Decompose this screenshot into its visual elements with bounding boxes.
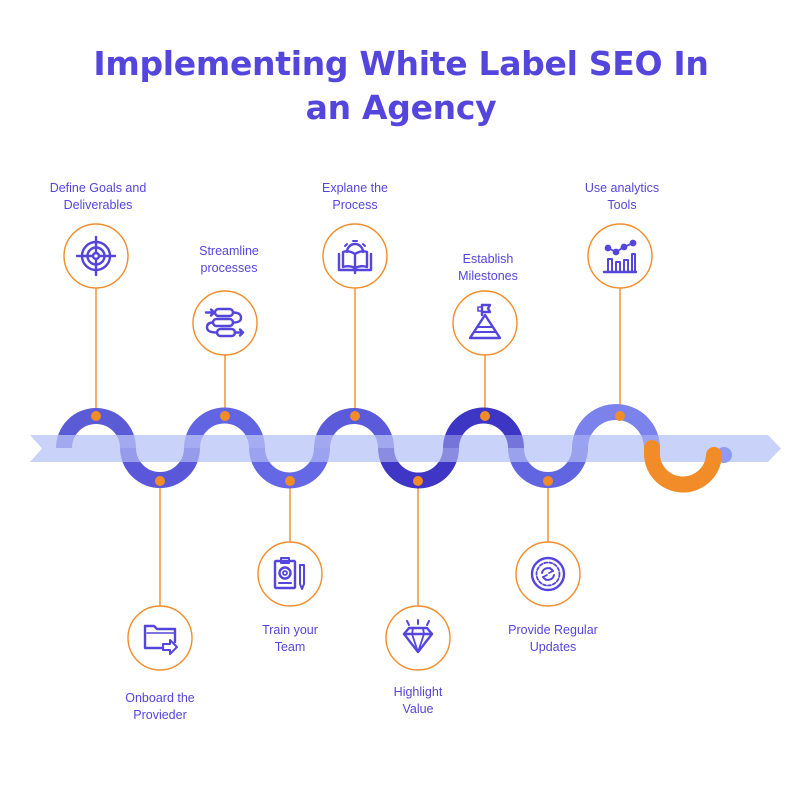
wave-dot-1 (91, 411, 101, 421)
icon-circle-9 (587, 223, 653, 289)
wave-front (56, 435, 660, 462)
wave-dot-9 (615, 411, 625, 421)
ribbon-arrow (30, 435, 781, 462)
diamond-icon (402, 619, 434, 654)
icon-circles (63, 223, 653, 671)
wave-dot-2 (155, 476, 165, 486)
icon-circle-8 (515, 541, 581, 607)
refresh-dial-icon (530, 556, 566, 592)
title-line-1: Implementing White Label SEO In (93, 44, 709, 83)
icon-circle-6 (385, 605, 451, 671)
wave-dot-7 (480, 411, 490, 421)
icon-circle-2 (127, 605, 193, 671)
step-label-3: Streamline processes (199, 244, 259, 275)
step-label-9: Use analytics Tools (584, 181, 660, 212)
wave-dots (91, 411, 625, 486)
page-title: Implementing White Label SEO In an Agenc… (0, 42, 802, 130)
flag-mountain-icon (468, 303, 502, 340)
wave-arc-final-orange (643, 440, 722, 493)
step-label-1: Define Goals and Deliverables (49, 181, 147, 212)
step-label-2: Onboard the Provieder (125, 691, 195, 722)
step-label-7: Establish Milestones (458, 252, 518, 283)
wave-arc-9 (572, 404, 660, 449)
wave-dot-3 (220, 411, 230, 421)
target-icon (75, 235, 117, 277)
wave-dot-4 (285, 476, 295, 486)
step-label-4: Train your Team (262, 623, 318, 654)
connector-lines (95, 288, 621, 606)
folder-arrow-icon (143, 624, 178, 655)
icon-circle-1 (63, 223, 129, 289)
wave-dot-8 (543, 476, 553, 486)
step-label-6: Highlight Value (393, 685, 443, 716)
clipboard-gear-pencil-icon (273, 557, 305, 590)
gear-book-icon (337, 240, 373, 275)
title-line-2: an Agency (305, 88, 497, 127)
step-label-8: Provide Regular Updates (508, 623, 598, 654)
analytics-chart-icon (602, 239, 638, 274)
process-flow-icon (204, 307, 245, 338)
icon-circle-3 (192, 290, 258, 356)
step-label-5: Explane the Process (321, 181, 389, 212)
icon-circle-7 (452, 290, 518, 356)
wave-dot-5 (350, 411, 360, 421)
wave-dot-6 (413, 476, 423, 486)
